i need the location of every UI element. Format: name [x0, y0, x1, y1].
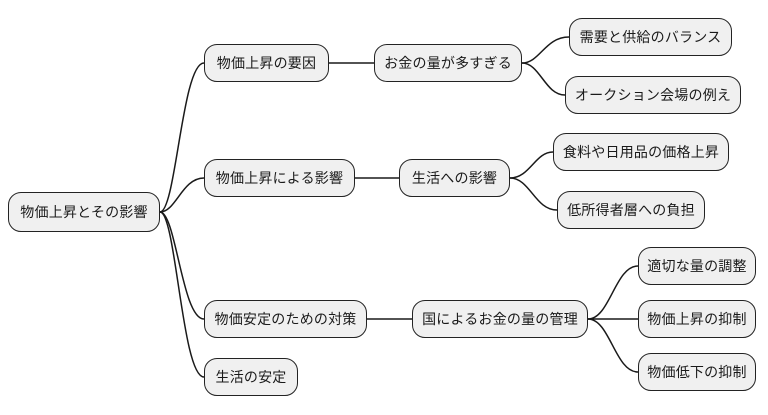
node-label: 物価上昇による影響 — [215, 170, 344, 186]
node-label: お金の量が多すぎる — [384, 55, 512, 71]
node-label: 低所得者層への負担 — [567, 202, 695, 218]
node-label: 物価安定のための対策 — [214, 311, 357, 327]
node-label: 生活の安定 — [215, 369, 287, 385]
node-label: 物価上昇の要因 — [216, 55, 317, 71]
node-label: 需要と供給のバランス — [579, 29, 722, 45]
mindmap-node-n3-1-3[interactable]: 物価低下の抑制 — [638, 353, 756, 391]
mindmap-node-n3-1[interactable]: 国によるお金の量の管理 — [412, 300, 588, 338]
root-node[interactable]: 物価上昇とその影響 — [8, 192, 160, 232]
mindmap-node-n1-1-2[interactable]: オークション会場の例え — [565, 76, 741, 114]
node-label: 物価上昇の抑制 — [647, 311, 747, 327]
node-label: 適切な量の調整 — [647, 258, 747, 274]
mindmap-node-n2-1-1[interactable]: 食料や日用品の価格上昇 — [553, 133, 729, 171]
node-label: 国によるお金の量の管理 — [422, 311, 578, 327]
mindmap-node-n2-1-2[interactable]: 低所得者層への負担 — [557, 191, 705, 229]
mindmap-node-n3-1-1[interactable]: 適切な量の調整 — [638, 247, 756, 285]
mindmap-node-n2[interactable]: 物価上昇による影響 — [204, 159, 355, 197]
mindmap-node-n2-1[interactable]: 生活への影響 — [399, 159, 510, 197]
node-label: 生活への影響 — [411, 170, 498, 186]
mindmap-node-n3-1-2[interactable]: 物価上昇の抑制 — [638, 300, 756, 338]
node-label: オークション会場の例え — [574, 87, 732, 103]
node-label: 物価低下の抑制 — [647, 364, 747, 380]
node-label: 物価上昇とその影響 — [20, 204, 148, 220]
mindmap-node-n1[interactable]: 物価上昇の要因 — [204, 44, 329, 82]
mindmap-node-n3[interactable]: 物価安定のための対策 — [204, 300, 367, 338]
mindmap-node-n4[interactable]: 生活の安定 — [204, 358, 298, 396]
mindmap-node-n1-1[interactable]: お金の量が多すぎる — [374, 44, 522, 82]
mindmap-node-n1-1-1[interactable]: 需要と供給のバランス — [569, 18, 732, 56]
node-label: 食料や日用品の価格上昇 — [562, 144, 720, 160]
